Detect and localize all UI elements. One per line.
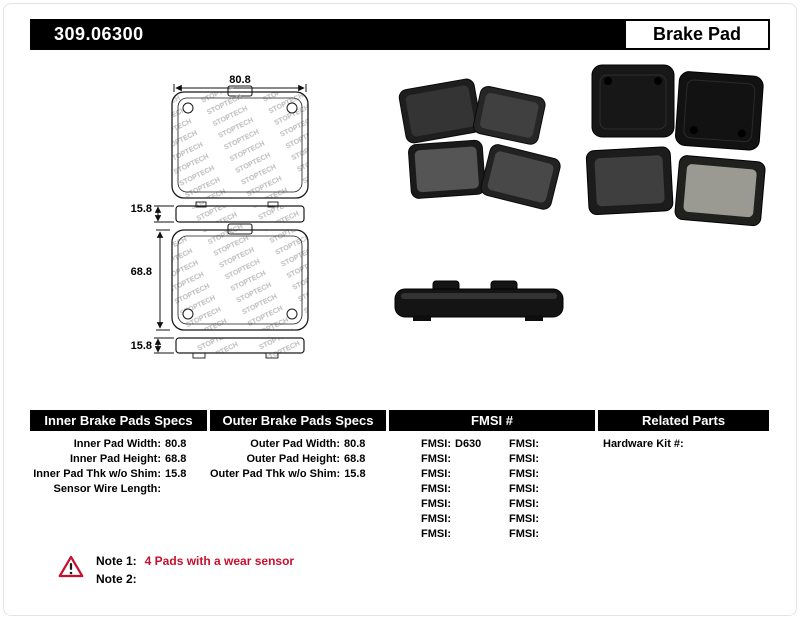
dim-thickness-bottom: 15.8	[131, 337, 174, 354]
fmsi-column: FMSI # FMSI:D630 FMSI: FMSI: FMSI: FMSI:…	[389, 410, 595, 541]
pad-photo-cluster-right	[585, 64, 766, 227]
inner-pad-thk-row: Inner Pad Thk w/o Shim: 15.8	[33, 467, 187, 480]
pad-photo-cluster-left	[398, 78, 561, 210]
dim-thickness-top: 15.8	[131, 203, 174, 223]
warning-triangle-icon	[58, 555, 84, 578]
fmsi-row: FMSI: FMSI:	[421, 512, 539, 525]
hardware-kit-row: Hardware Kit #:	[603, 437, 684, 450]
inner-pad-height-row: Inner Pad Height: 68.8	[69, 452, 187, 465]
dim-width-label: 80.8	[229, 74, 250, 86]
technical-drawing: STOPTECH 80.8 15.8	[131, 74, 309, 359]
outer-specs-column: Outer Brake Pads Specs Outer Pad Width: …	[210, 410, 386, 481]
dim-thickness-bottom-label: 15.8	[131, 340, 152, 352]
fmsi-row: FMSI: FMSI:	[421, 452, 539, 465]
dim-thickness-top-label: 15.8	[131, 203, 152, 215]
product-name-box: Brake Pad	[626, 21, 768, 48]
dim-height-label: 68.8	[131, 266, 152, 278]
note1-line: Note 1: 4 Pads with a wear sensor	[96, 554, 294, 568]
outer-pad-height-row: Outer Pad Height: 68.8	[246, 452, 366, 465]
related-parts-column: Related Parts Hardware Kit #:	[598, 410, 769, 451]
pad-rear-view	[171, 223, 309, 331]
outer-pad-thk-row: Outer Pad Thk w/o Shim: 15.8	[210, 467, 366, 480]
pad-edge-photo	[394, 280, 564, 321]
dim-height: 68.8	[131, 229, 170, 331]
part-number: 309.06300	[54, 24, 144, 44]
notes-section: Note 1: 4 Pads with a wear sensor Note 2…	[56, 551, 476, 601]
note2-label: Note 2:	[96, 572, 137, 586]
fmsi-row: FMSI: FMSI:	[421, 482, 539, 495]
outer-specs-header: Outer Brake Pads Specs	[210, 410, 386, 431]
fmsi-row: FMSI: FMSI:	[421, 527, 539, 540]
note1-text: 4 Pads with a wear sensor	[144, 554, 295, 568]
inner-specs-header: Inner Brake Pads Specs	[30, 410, 207, 431]
fmsi-row: FMSI: FMSI:	[421, 497, 539, 510]
note2-text	[137, 572, 145, 586]
outer-pad-width-row: Outer Pad Width: 80.8	[250, 437, 366, 450]
fmsi-header: FMSI #	[389, 410, 595, 431]
sensor-wire-length-row: Sensor Wire Length:	[53, 482, 161, 495]
inner-pad-width-row: Inner Pad Width: 80.8	[73, 437, 187, 450]
note2-line: Note 2:	[96, 572, 145, 586]
product-name: Brake Pad	[652, 24, 742, 44]
related-parts-header: Related Parts	[598, 410, 769, 431]
product-photos	[394, 64, 766, 321]
pad-front-view	[171, 85, 309, 199]
inner-specs-column: Inner Brake Pads Specs Inner Pad Width: …	[30, 410, 207, 496]
pad-side-view-top	[175, 201, 305, 223]
note1-label: Note 1:	[96, 554, 137, 568]
fmsi-row: FMSI: FMSI:	[421, 467, 539, 480]
fmsi-row: FMSI:D630 FMSI:	[421, 437, 539, 450]
pad-side-view-bottom	[175, 337, 305, 359]
header-bar: 309.06300 Brake Pad	[30, 19, 770, 50]
